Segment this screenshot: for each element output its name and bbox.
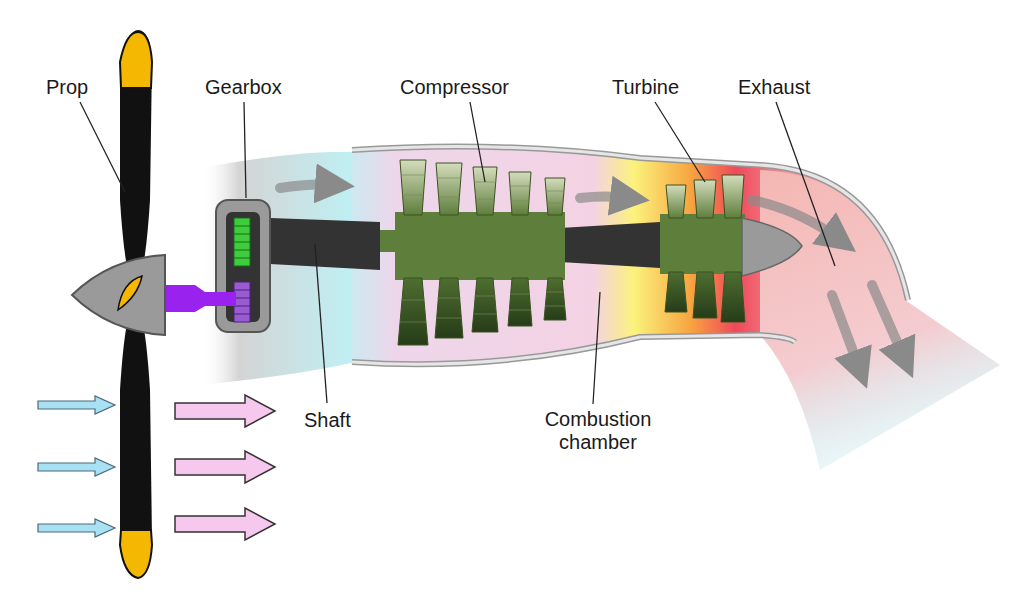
part-label: Prop	[46, 76, 88, 99]
part-label: Compressor	[400, 76, 509, 99]
part-label: Combustion chamber	[528, 408, 668, 454]
part-label: Turbine	[612, 76, 679, 99]
part-label: Exhaust	[738, 76, 810, 99]
part-label: Gearbox	[205, 76, 282, 99]
part-label: Shaft	[304, 409, 351, 432]
